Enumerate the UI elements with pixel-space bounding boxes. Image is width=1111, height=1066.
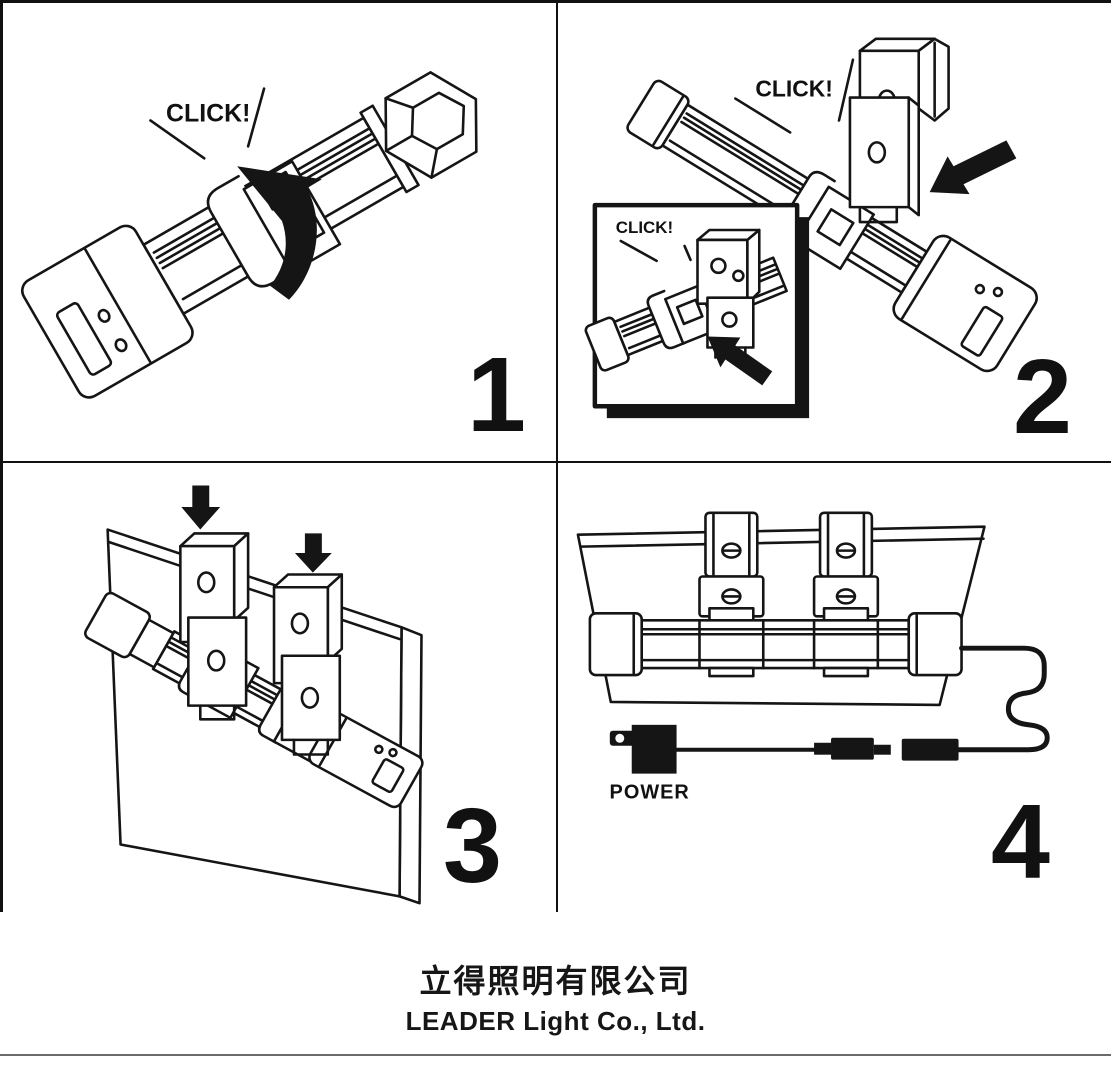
mount-bracket-illustration <box>179 532 250 721</box>
company-name-zh: 立得照明有限公司 <box>419 963 692 999</box>
step-panel-4: POWER 4 <box>557 462 1111 914</box>
mount-bracket-illustration <box>848 37 950 224</box>
mount-clip <box>206 174 295 288</box>
mount-bracket-illustration <box>812 511 880 622</box>
male-connector-icon <box>814 737 891 760</box>
down-arrow-icon <box>294 533 332 573</box>
down-arrow-icon <box>181 485 221 530</box>
panel-2-drawing: CLICK! <box>584 37 1038 419</box>
end-cap <box>892 234 1038 373</box>
click-label: CLICK! <box>755 76 833 102</box>
footer-rule <box>0 1054 1111 1056</box>
panel-4-drawing: POWER <box>576 511 1050 804</box>
step-panel-3: 3 <box>2 462 557 914</box>
click-callout: CLICK! <box>149 87 266 160</box>
push-arrow-icon <box>929 140 1017 195</box>
rotate-arrow-icon <box>237 166 322 300</box>
power-cord <box>956 645 1050 753</box>
light-bar-illustration <box>21 71 478 399</box>
step-number: 2 <box>1013 338 1072 456</box>
step-number: 1 <box>467 336 526 454</box>
female-connector-icon <box>901 738 959 761</box>
steps-grid: CLICK! 1 <box>0 0 1111 914</box>
step-number: 4 <box>991 783 1050 901</box>
light-bar-illustration <box>588 612 963 678</box>
power-adapter-icon <box>609 724 677 774</box>
inset-detail-box: CLICK! <box>584 202 810 419</box>
inset-click-label: CLICK! <box>616 218 673 237</box>
inset-push-arrow-icon <box>707 336 773 386</box>
panel-3-drawing <box>84 485 424 905</box>
inset-bracket <box>696 228 761 359</box>
mount-bracket-illustration <box>698 511 765 622</box>
inset-click-callout: CLICK! <box>616 218 692 263</box>
power-label: POWER <box>610 782 690 804</box>
mount-bracket-illustration <box>272 573 344 756</box>
panel-1-drawing: CLICK! <box>21 71 478 399</box>
step-number: 3 <box>443 787 502 905</box>
step-panel-1: CLICK! 1 <box>2 2 557 462</box>
click-callout: CLICK! <box>734 58 855 134</box>
footer: 立得照明有限公司 LEADER Light Co., Ltd. <box>0 912 1111 1066</box>
click-label: CLICK! <box>166 99 250 127</box>
company-name-en: LEADER Light Co., Ltd. <box>405 1006 706 1036</box>
step-panel-2: CLICK! <box>557 2 1111 462</box>
